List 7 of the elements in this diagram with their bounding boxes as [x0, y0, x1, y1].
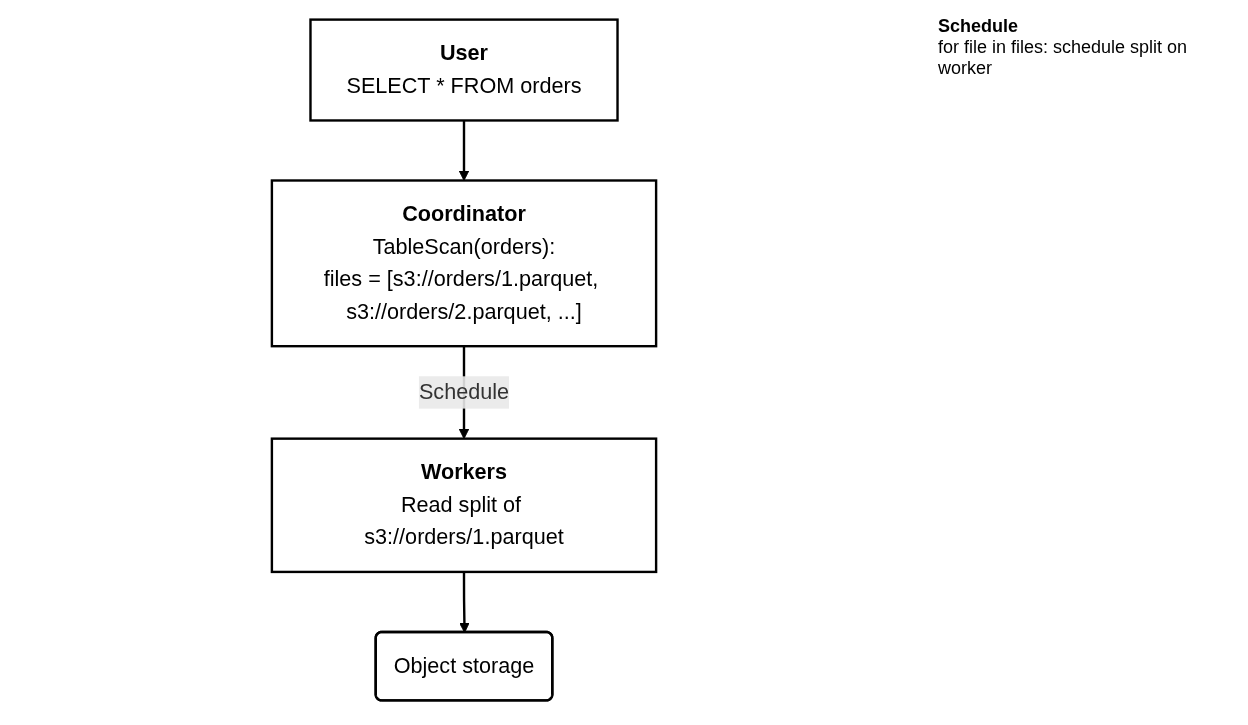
node-box: Workers Read split of s3://orders/1.parquet: [270, 437, 658, 574]
note-text: for file in files: schedule split on worker: [938, 37, 1189, 79]
note-heading: Schedule: [938, 16, 1020, 37]
arrow: [458, 120, 470, 181]
edge-label: Schedule: [418, 379, 510, 404]
node-box: User SELECT * FROM orders: [309, 18, 619, 122]
node-box: Coordinator TableScan(orders): files = [s3://orders/1.parquet, s3://orders/2.parquet, ...]: [270, 179, 658, 348]
